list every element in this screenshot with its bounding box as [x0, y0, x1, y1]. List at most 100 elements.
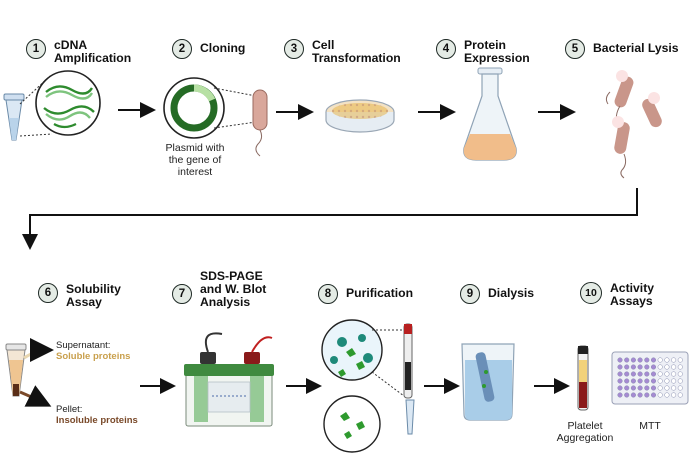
plate-well — [644, 364, 650, 370]
plate-well — [644, 371, 650, 377]
step-number-badge: 1 — [26, 39, 46, 59]
plate-well — [650, 392, 657, 398]
plate-well — [624, 364, 630, 370]
plate-well — [677, 357, 683, 363]
plate-well — [650, 378, 657, 384]
plasmid-label: Plasmid with the gene of interest — [165, 142, 225, 178]
microplate-icon — [611, 351, 689, 405]
step-title: Cell Transformation — [312, 38, 401, 65]
plate-well — [664, 385, 670, 391]
plate-well — [664, 392, 670, 398]
step-8: 8 Purification — [318, 284, 413, 304]
plate-well — [630, 385, 636, 391]
plate-well — [637, 378, 643, 384]
plate-well — [677, 392, 683, 398]
plate-well — [677, 378, 683, 384]
pcr-tube-icon — [3, 93, 25, 141]
plate-well — [671, 378, 677, 384]
step-title: Dialysis — [488, 286, 535, 300]
plate-well — [664, 378, 670, 384]
centrifuge-tube-icon — [5, 343, 27, 397]
blood-tube-icon — [577, 345, 589, 411]
step-title: Bacterial Lysis — [593, 41, 679, 55]
plate-well — [644, 378, 650, 384]
step-9: 9 Dialysis — [460, 284, 534, 304]
plate-well — [617, 357, 623, 363]
plate-well — [617, 392, 623, 398]
plate-well — [650, 364, 657, 370]
plate-well — [657, 378, 663, 384]
plate-well — [644, 392, 650, 398]
soluble-proteins-label: Soluble proteins — [56, 351, 131, 362]
plate-well — [671, 392, 677, 398]
plate-well — [617, 385, 623, 391]
step-title: SDS-PAGE and W. Blot Analysis — [200, 269, 267, 309]
plate-well — [637, 364, 643, 370]
step-number-badge: 6 — [38, 283, 58, 303]
plate-well — [624, 371, 630, 377]
plate-well — [630, 357, 636, 363]
dialysis-beaker-icon — [461, 343, 515, 421]
insoluble-proteins-label: Insoluble proteins — [56, 415, 138, 426]
plate-well — [664, 371, 670, 377]
plate-well — [650, 357, 657, 363]
plate-well — [637, 392, 643, 398]
petri-dish-icon — [325, 99, 395, 133]
step-title: Solubility Assay — [66, 282, 121, 309]
step-title: Purification — [346, 286, 414, 300]
step-7: 7 SDS-PAGE and W. Blot Analysis — [172, 270, 266, 309]
plate-well — [657, 364, 663, 370]
plate-well — [664, 357, 670, 363]
step-number-badge: 10 — [580, 282, 602, 304]
arrow-5-6-connector — [22, 188, 638, 250]
step-10: 10 Activity Assays — [580, 282, 654, 308]
platelet-aggregation-label: Platelet Aggregation — [556, 420, 614, 444]
plate-well — [617, 371, 623, 377]
plate-well — [624, 392, 630, 398]
step-number-badge: 3 — [284, 39, 304, 59]
lysed-bacteria-icon — [605, 70, 662, 179]
erlenmeyer-flask-icon — [463, 67, 517, 161]
plate-well — [644, 357, 650, 363]
step-number-badge: 4 — [436, 39, 456, 59]
plate-well — [624, 385, 630, 391]
plate-well — [630, 392, 636, 398]
step-3: 3 Cell Transformation — [284, 39, 401, 65]
step-title: Cloning — [200, 41, 246, 55]
gel-electrophoresis-icon — [184, 332, 274, 427]
step-number-badge: 8 — [318, 284, 338, 304]
plate-well — [624, 357, 630, 363]
plate-well — [624, 378, 630, 384]
plate-well — [630, 378, 636, 384]
plate-well — [657, 357, 663, 363]
plate-well — [637, 371, 643, 377]
step-6: 6 Solubility Assay — [38, 283, 121, 309]
plate-well — [650, 385, 657, 391]
step-5: 5 Bacterial Lysis — [565, 39, 679, 59]
step-1: 1 cDNA Amplification — [26, 39, 131, 65]
plate-well — [630, 364, 636, 370]
plate-well — [671, 385, 677, 391]
plate-well — [657, 385, 663, 391]
plate-well — [637, 357, 643, 363]
step-title: Protein Expression — [464, 38, 530, 65]
plate-well — [664, 364, 670, 370]
step-number-badge: 9 — [460, 284, 480, 304]
step-4: 4 Protein Expression — [436, 39, 530, 65]
bacterium-icon — [252, 89, 268, 157]
dna-zoom-circle — [35, 70, 101, 136]
plate-well — [671, 371, 677, 377]
plate-well — [630, 371, 636, 377]
plate-well — [617, 378, 623, 384]
pellet-label: Pellet: — [56, 404, 83, 415]
plate-well — [677, 385, 683, 391]
plate-well — [671, 357, 677, 363]
step-title: cDNA Amplification — [54, 38, 132, 65]
step-2: 2 Cloning — [172, 39, 245, 59]
plate-well — [677, 371, 683, 377]
plate-well — [671, 364, 677, 370]
plate-well — [657, 392, 663, 398]
plate-well — [650, 371, 657, 377]
plate-well — [637, 385, 643, 391]
